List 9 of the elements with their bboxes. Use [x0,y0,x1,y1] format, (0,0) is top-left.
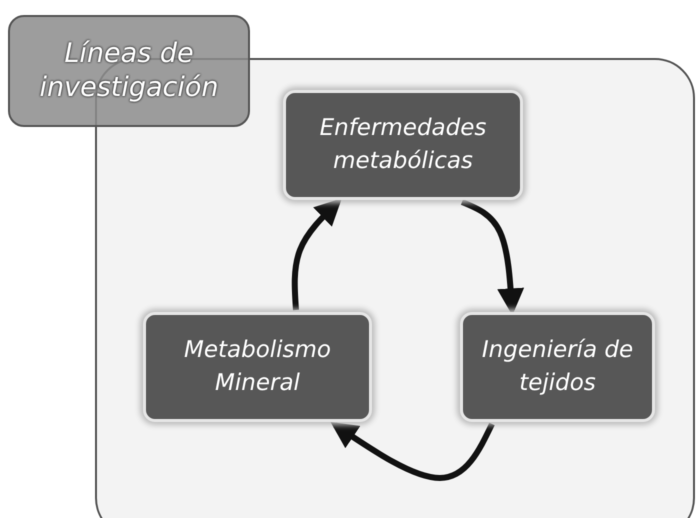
topic-label: Ingeniería de tejidos [480,336,634,398]
topic-box [143,312,372,422]
topic-label: Enfermedades metabólicas [318,114,488,176]
topic-label: Metabolismo Mineral [182,336,332,398]
title-box: Líneas de investigación [8,15,250,127]
curved-arrow [330,422,495,481]
topic-box [460,312,655,422]
topic-box [283,90,523,200]
curved-arrow [292,198,342,310]
